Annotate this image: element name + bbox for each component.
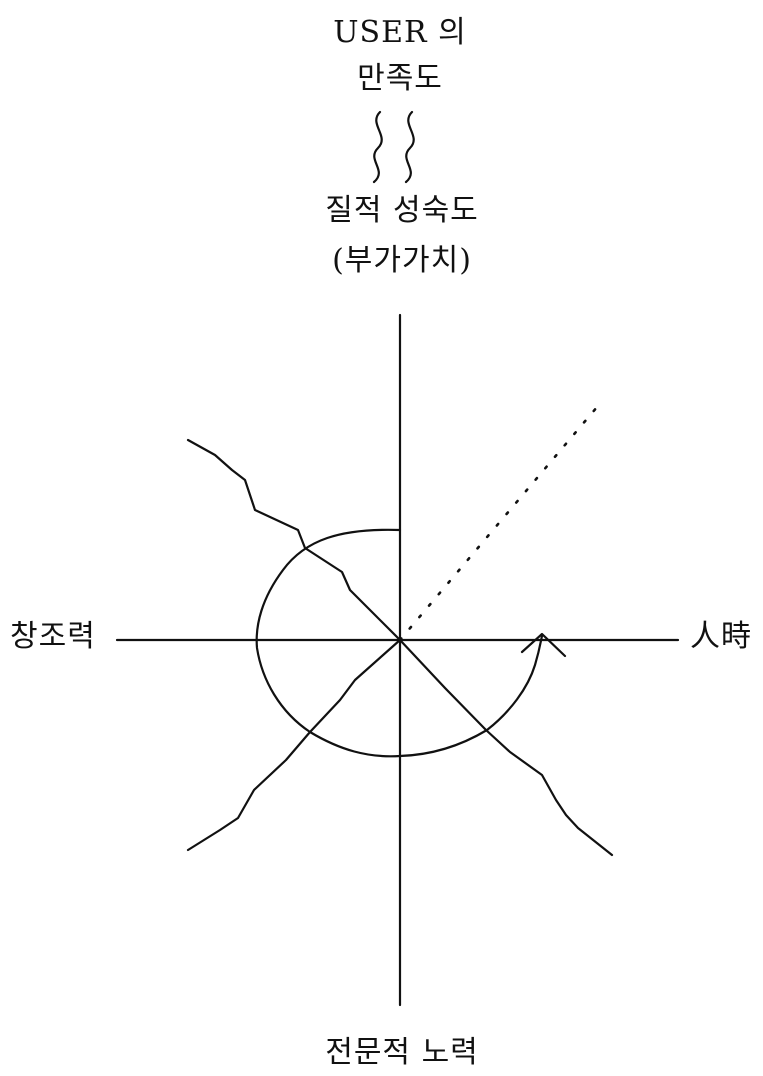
dotted-diagonal bbox=[398, 398, 605, 642]
creativity-label: 창조력 bbox=[10, 619, 96, 654]
user-satisfaction-label-line2: 만족도 bbox=[357, 61, 443, 96]
user-satisfaction-label-line1: USER 의 bbox=[333, 15, 467, 50]
arc-arrowhead bbox=[520, 632, 567, 658]
professional-effort-label: 전문적 노력 bbox=[325, 1035, 479, 1070]
quality-maturity-label: 질적 성숙도 bbox=[325, 193, 479, 228]
wavy-line-right bbox=[404, 110, 415, 184]
jagged-line-upper-left bbox=[186, 438, 402, 642]
added-value-label: (부가가치) bbox=[332, 243, 472, 278]
jagged-line-lower-left bbox=[186, 638, 402, 852]
maturity-circle-arc bbox=[255, 528, 544, 758]
man-hours-label: 人時 bbox=[690, 619, 752, 654]
wavy-line-left bbox=[372, 110, 383, 184]
jagged-line-lower-right bbox=[398, 638, 614, 857]
